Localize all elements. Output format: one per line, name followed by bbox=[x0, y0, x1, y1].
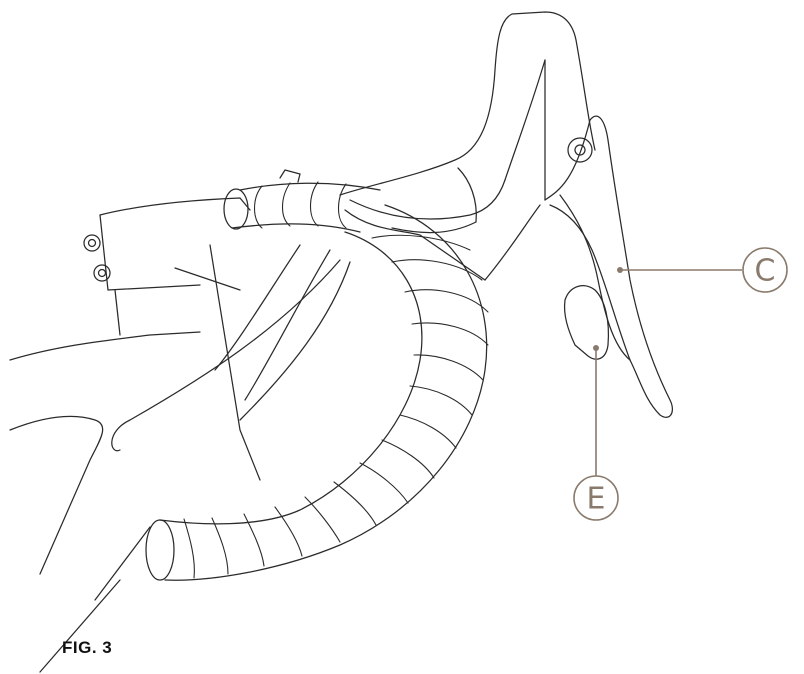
brake-lever bbox=[545, 116, 672, 417]
cables bbox=[112, 245, 350, 480]
callout-c: C bbox=[617, 248, 787, 292]
figure-caption: FIG. 3 bbox=[62, 638, 112, 658]
brake-hood bbox=[340, 12, 595, 280]
handlebar-top bbox=[224, 170, 380, 232]
frame-outline bbox=[10, 332, 200, 672]
callout-e: E bbox=[574, 345, 618, 520]
callout-e-label: E bbox=[587, 482, 606, 517]
callout-c-label: C bbox=[755, 254, 776, 289]
handlebar-drop bbox=[146, 205, 488, 580]
